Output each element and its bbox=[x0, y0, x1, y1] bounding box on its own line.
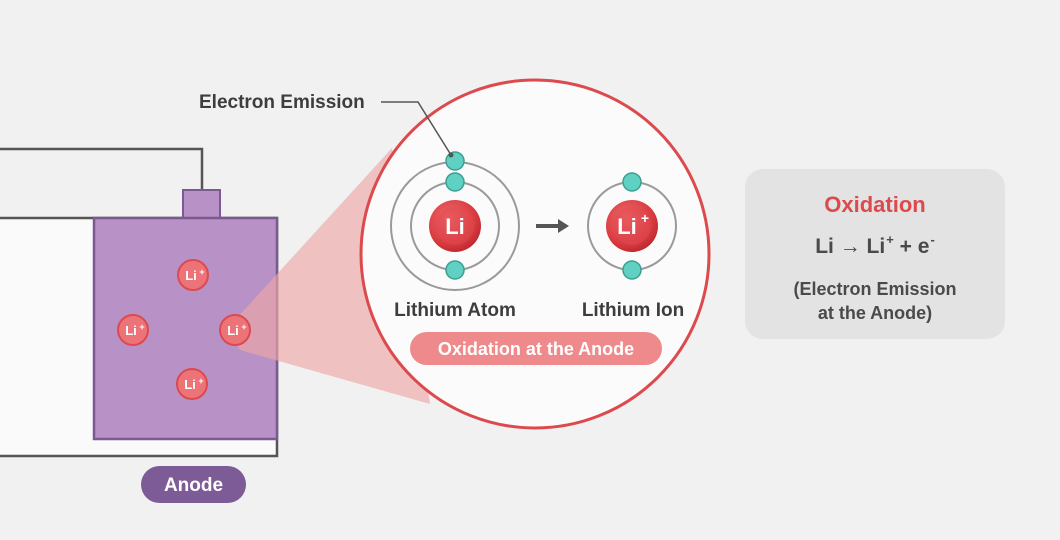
svg-text:+: + bbox=[139, 322, 144, 332]
svg-text:Li: Li bbox=[185, 268, 197, 283]
svg-text:+: + bbox=[241, 322, 246, 332]
electron bbox=[622, 172, 642, 192]
electron bbox=[445, 260, 465, 280]
svg-text:+: + bbox=[198, 376, 203, 386]
callout-leader-line bbox=[381, 101, 452, 156]
zoom-circle bbox=[359, 78, 711, 430]
oxidation-info-card: Oxidation Li → Li+ + e- (Electron Emissi… bbox=[745, 169, 1005, 339]
atom-caption: Lithium Atom bbox=[394, 300, 516, 321]
li-ion-badge: Li + bbox=[117, 314, 149, 346]
lithium-atom: Li bbox=[390, 151, 520, 291]
svg-text:Anode: Anode bbox=[164, 475, 223, 496]
reaction-equation: Li → Li+ + e- bbox=[815, 232, 935, 258]
ion-caption: Lithium Ion bbox=[582, 300, 684, 321]
svg-text:Li: Li bbox=[617, 214, 637, 239]
svg-text:+: + bbox=[199, 267, 204, 277]
lithium-ion: Li + bbox=[587, 172, 677, 280]
info-title: Oxidation bbox=[824, 192, 926, 217]
svg-text:Oxidation at the Anode: Oxidation at the Anode bbox=[438, 339, 634, 359]
reaction-arrow bbox=[536, 219, 569, 233]
process-banner: Oxidation at the Anode bbox=[410, 332, 662, 365]
svg-text:+: + bbox=[641, 210, 649, 226]
info-note: (Electron Emission at the Anode) bbox=[793, 279, 957, 323]
svg-text:Li: Li bbox=[184, 377, 196, 392]
svg-text:Li: Li bbox=[125, 323, 137, 338]
circuit-wire bbox=[0, 147, 204, 190]
electron bbox=[622, 260, 642, 280]
li-ion-badge: Li + bbox=[176, 368, 208, 400]
svg-text:Li: Li bbox=[227, 323, 239, 338]
anode-label: Anode bbox=[141, 466, 246, 503]
anode-terminal bbox=[182, 189, 221, 219]
li-ion-badge: Li + bbox=[177, 259, 209, 291]
electron-emission-label: Electron Emission bbox=[199, 92, 365, 113]
svg-text:Li: Li bbox=[445, 214, 465, 239]
electron bbox=[445, 172, 465, 192]
li-ion-badge: Li + bbox=[219, 314, 251, 346]
